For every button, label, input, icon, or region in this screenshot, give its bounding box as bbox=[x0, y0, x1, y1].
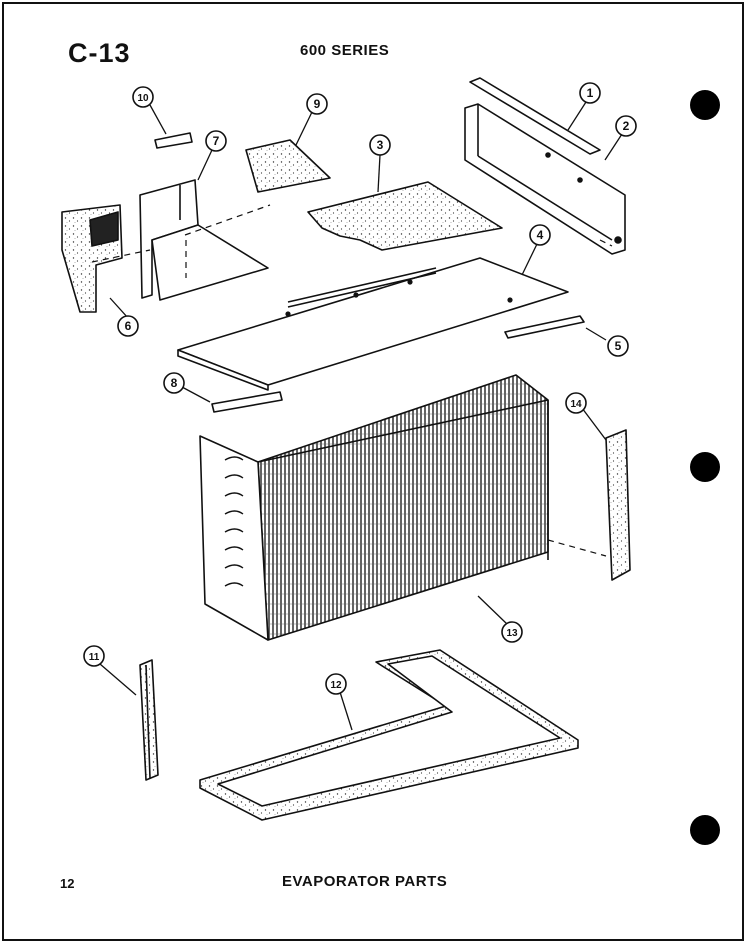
callout-label: 2 bbox=[623, 119, 630, 133]
callout-10 bbox=[132, 86, 154, 108]
callout-7 bbox=[205, 130, 227, 152]
part-10-clip bbox=[154, 132, 193, 149]
callout-13 bbox=[501, 621, 523, 643]
page-number: 12 bbox=[60, 876, 75, 891]
binder-hole-bottom bbox=[690, 815, 720, 845]
callout-label: 1 bbox=[587, 86, 594, 100]
part-6-side-bracket bbox=[61, 204, 123, 313]
assembly-line bbox=[184, 204, 271, 236]
series-title: 600 SERIES bbox=[300, 42, 390, 59]
callout-label: 4 bbox=[537, 228, 544, 242]
binder-hole-middle bbox=[690, 452, 720, 482]
callout-1 bbox=[579, 82, 601, 104]
callout-8 bbox=[163, 372, 185, 394]
callout-label: 3 bbox=[377, 138, 384, 152]
callout-9 bbox=[306, 93, 328, 115]
part-5-strip bbox=[504, 315, 585, 339]
assembly-line bbox=[91, 249, 151, 263]
callout-label: 9 bbox=[314, 97, 321, 111]
part-3-insulation-pad bbox=[307, 181, 503, 251]
callout-label: 12 bbox=[330, 680, 342, 691]
assembly-line bbox=[547, 539, 607, 557]
callout-label: 8 bbox=[171, 376, 178, 390]
callout-label: 13 bbox=[506, 628, 518, 639]
callout-label: 7 bbox=[213, 134, 220, 148]
part-7-bracket bbox=[139, 179, 269, 301]
part-11-post bbox=[139, 659, 159, 781]
callout-label: 11 bbox=[89, 652, 100, 663]
callout-3 bbox=[369, 134, 391, 156]
callout-label: 6 bbox=[125, 319, 132, 333]
callout-5 bbox=[607, 335, 629, 357]
part-13-evaporator-coil bbox=[199, 374, 549, 641]
callout-12 bbox=[325, 673, 347, 695]
callout-label: 5 bbox=[615, 339, 622, 353]
binder-hole-top bbox=[690, 90, 720, 120]
callout-4 bbox=[529, 224, 551, 246]
part-14-support bbox=[605, 429, 631, 581]
part-1-rail bbox=[469, 77, 601, 155]
callout-11 bbox=[83, 645, 105, 667]
page-code: C-13 bbox=[68, 38, 131, 68]
part-12-base-pan bbox=[199, 649, 579, 821]
callout-label: 10 bbox=[137, 93, 149, 104]
part-8-strip bbox=[211, 391, 283, 413]
part-4-cover-plate bbox=[177, 257, 569, 391]
callout-6 bbox=[117, 315, 139, 337]
callout-2 bbox=[615, 115, 637, 137]
assembly-line bbox=[599, 239, 613, 247]
part-2-top-panel bbox=[464, 103, 626, 255]
diagram-caption: EVAPORATOR PARTS bbox=[282, 873, 448, 890]
callout-14 bbox=[565, 392, 587, 414]
callout-label: 14 bbox=[570, 399, 582, 410]
part-9-insulation bbox=[245, 139, 331, 193]
